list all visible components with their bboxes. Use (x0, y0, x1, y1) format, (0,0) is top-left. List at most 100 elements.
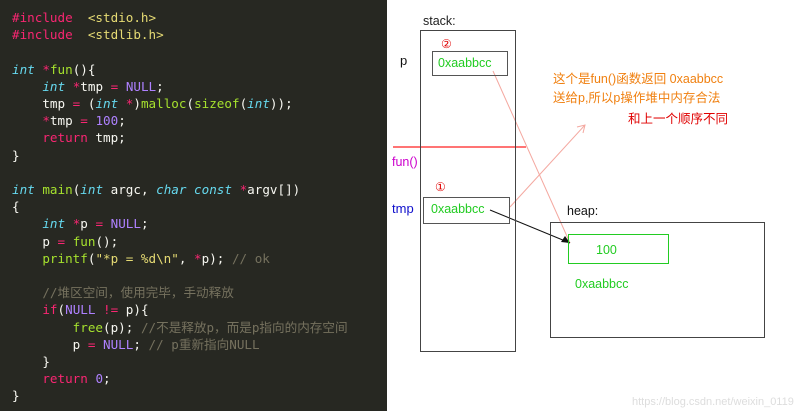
return-value-arrow (509, 124, 586, 208)
code-line: p = NULL; // p重新指向NULL (12, 336, 260, 352)
code-token: = (87, 336, 96, 352)
code-token: main (42, 182, 73, 197)
heap-address: 0xaabbcc (575, 277, 629, 291)
code-line: //堆区空间，使用完毕，手动释放 (12, 285, 234, 301)
code-token: argv[]) (247, 182, 301, 197)
code-token: fun (49, 61, 73, 77)
code-token: //不是释放p，而是p指向的内存空间 (140, 319, 348, 335)
heap-region (550, 222, 765, 338)
code-token: ; (133, 336, 149, 352)
code-token: const (194, 182, 232, 197)
code-line: int *p = NULL; (12, 216, 149, 232)
tmp-label: tmp (392, 201, 414, 216)
code-line: *tmp = 100; (12, 113, 126, 129)
code-token: p (80, 216, 96, 232)
code-token: int (42, 78, 66, 94)
annotation-line-3: 和上一个顺序不同 (628, 112, 729, 126)
code-token: <stdio.h> (87, 10, 157, 25)
code-token: p){ (118, 302, 149, 318)
code-token: = (80, 113, 88, 129)
return-value-arrow-head (576, 124, 586, 134)
circle-2-marker: ② (441, 37, 452, 51)
code-token: tmp (12, 96, 73, 111)
code-token: p (12, 336, 88, 352)
code-token: #include (12, 27, 73, 43)
code-line: int main(int argc, char const *argv[]) (12, 183, 300, 197)
code-token: int (12, 61, 35, 77)
code-line: #include <stdlib.h> (12, 28, 164, 42)
code-token: ; (140, 216, 149, 232)
code-line: return tmp; (12, 130, 126, 146)
code-token: (); (95, 233, 119, 249)
stack-label: stack: (423, 14, 456, 28)
code-line: return 0; (12, 371, 110, 387)
code-token: return (42, 371, 88, 387)
code-token: 100 (95, 113, 119, 129)
code-token: ( (57, 302, 66, 318)
circle-1-marker: ① (435, 180, 446, 194)
code-token: = (72, 96, 81, 111)
code-token: sizeof (194, 96, 240, 111)
code-token: // p重新指向NULL (148, 336, 260, 352)
code-token: tmp; (87, 130, 126, 146)
annotation-line-2: 送给p,所以p操作堆中内存合法 (553, 91, 721, 105)
code-token: // ok (231, 250, 270, 266)
code-token: <stdlib.h> (87, 27, 164, 43)
code-line: int *fun(){ (12, 61, 95, 77)
code-token: * (42, 61, 50, 77)
heap-value: 100 (596, 243, 617, 257)
annotation-line-1: 这个是fun()函数返回 0xaabbcc (553, 72, 724, 86)
code-token: ( (239, 96, 248, 111)
code-line: int *tmp = NULL; (12, 78, 164, 94)
code-token: * (72, 216, 81, 232)
code-token: int (12, 182, 35, 197)
code-token: fun (72, 233, 96, 249)
code-line: free(p); //不是释放p，而是p指向的内存空间 (12, 319, 348, 335)
code-token: { (12, 199, 20, 215)
code-token: NULL (65, 302, 96, 318)
code-token: } (12, 388, 20, 404)
code-line: } (12, 355, 50, 369)
tmp-to-heap-arrow-head (561, 236, 570, 243)
code-token: ( (72, 182, 81, 197)
tmp-to-heap-arrow (489, 209, 571, 244)
code-token: char (156, 182, 187, 197)
stack-region (420, 30, 516, 352)
code-token: (p); (103, 319, 141, 335)
code-line: { (12, 200, 20, 214)
code-token: ; (118, 113, 126, 129)
heap-cell (568, 234, 669, 264)
code-token: NULL (110, 216, 141, 232)
code-token: * (72, 78, 81, 94)
code-token: * (194, 250, 202, 266)
code-line: } (12, 389, 20, 403)
code-token: ( (80, 96, 96, 111)
code-token: return (42, 130, 88, 146)
code-token: #include (12, 10, 73, 25)
heap-label: heap: (567, 204, 599, 218)
code-line: } (12, 148, 20, 163)
code-token: //堆区空间，使用完毕，手动释放 (42, 285, 234, 301)
code-token: printf (42, 250, 88, 266)
code-line: p = fun(); (12, 233, 119, 249)
code-token: ( (87, 250, 96, 266)
code-token: , (178, 250, 195, 266)
code-token: int (95, 96, 119, 111)
code-token: = (95, 216, 104, 232)
code-token: 0 (95, 371, 104, 387)
code-token: != (103, 302, 119, 318)
code-token: int (247, 96, 270, 111)
watermark: https://blog.csdn.net/weixin_0119 (632, 396, 794, 408)
code-line: printf("*p = %d\n", *p); // ok (12, 250, 270, 266)
tmp-cell (423, 197, 510, 224)
code-token: malloc (140, 96, 187, 111)
code-token: ; (156, 78, 164, 94)
p-label: p (400, 53, 408, 68)
p-value: 0xaabbcc (438, 56, 492, 70)
code-token: * (125, 96, 134, 111)
code-token: ) (133, 96, 141, 111)
code-token: int (80, 182, 104, 197)
code-token: ( (186, 96, 195, 111)
code-token: * (239, 182, 248, 197)
